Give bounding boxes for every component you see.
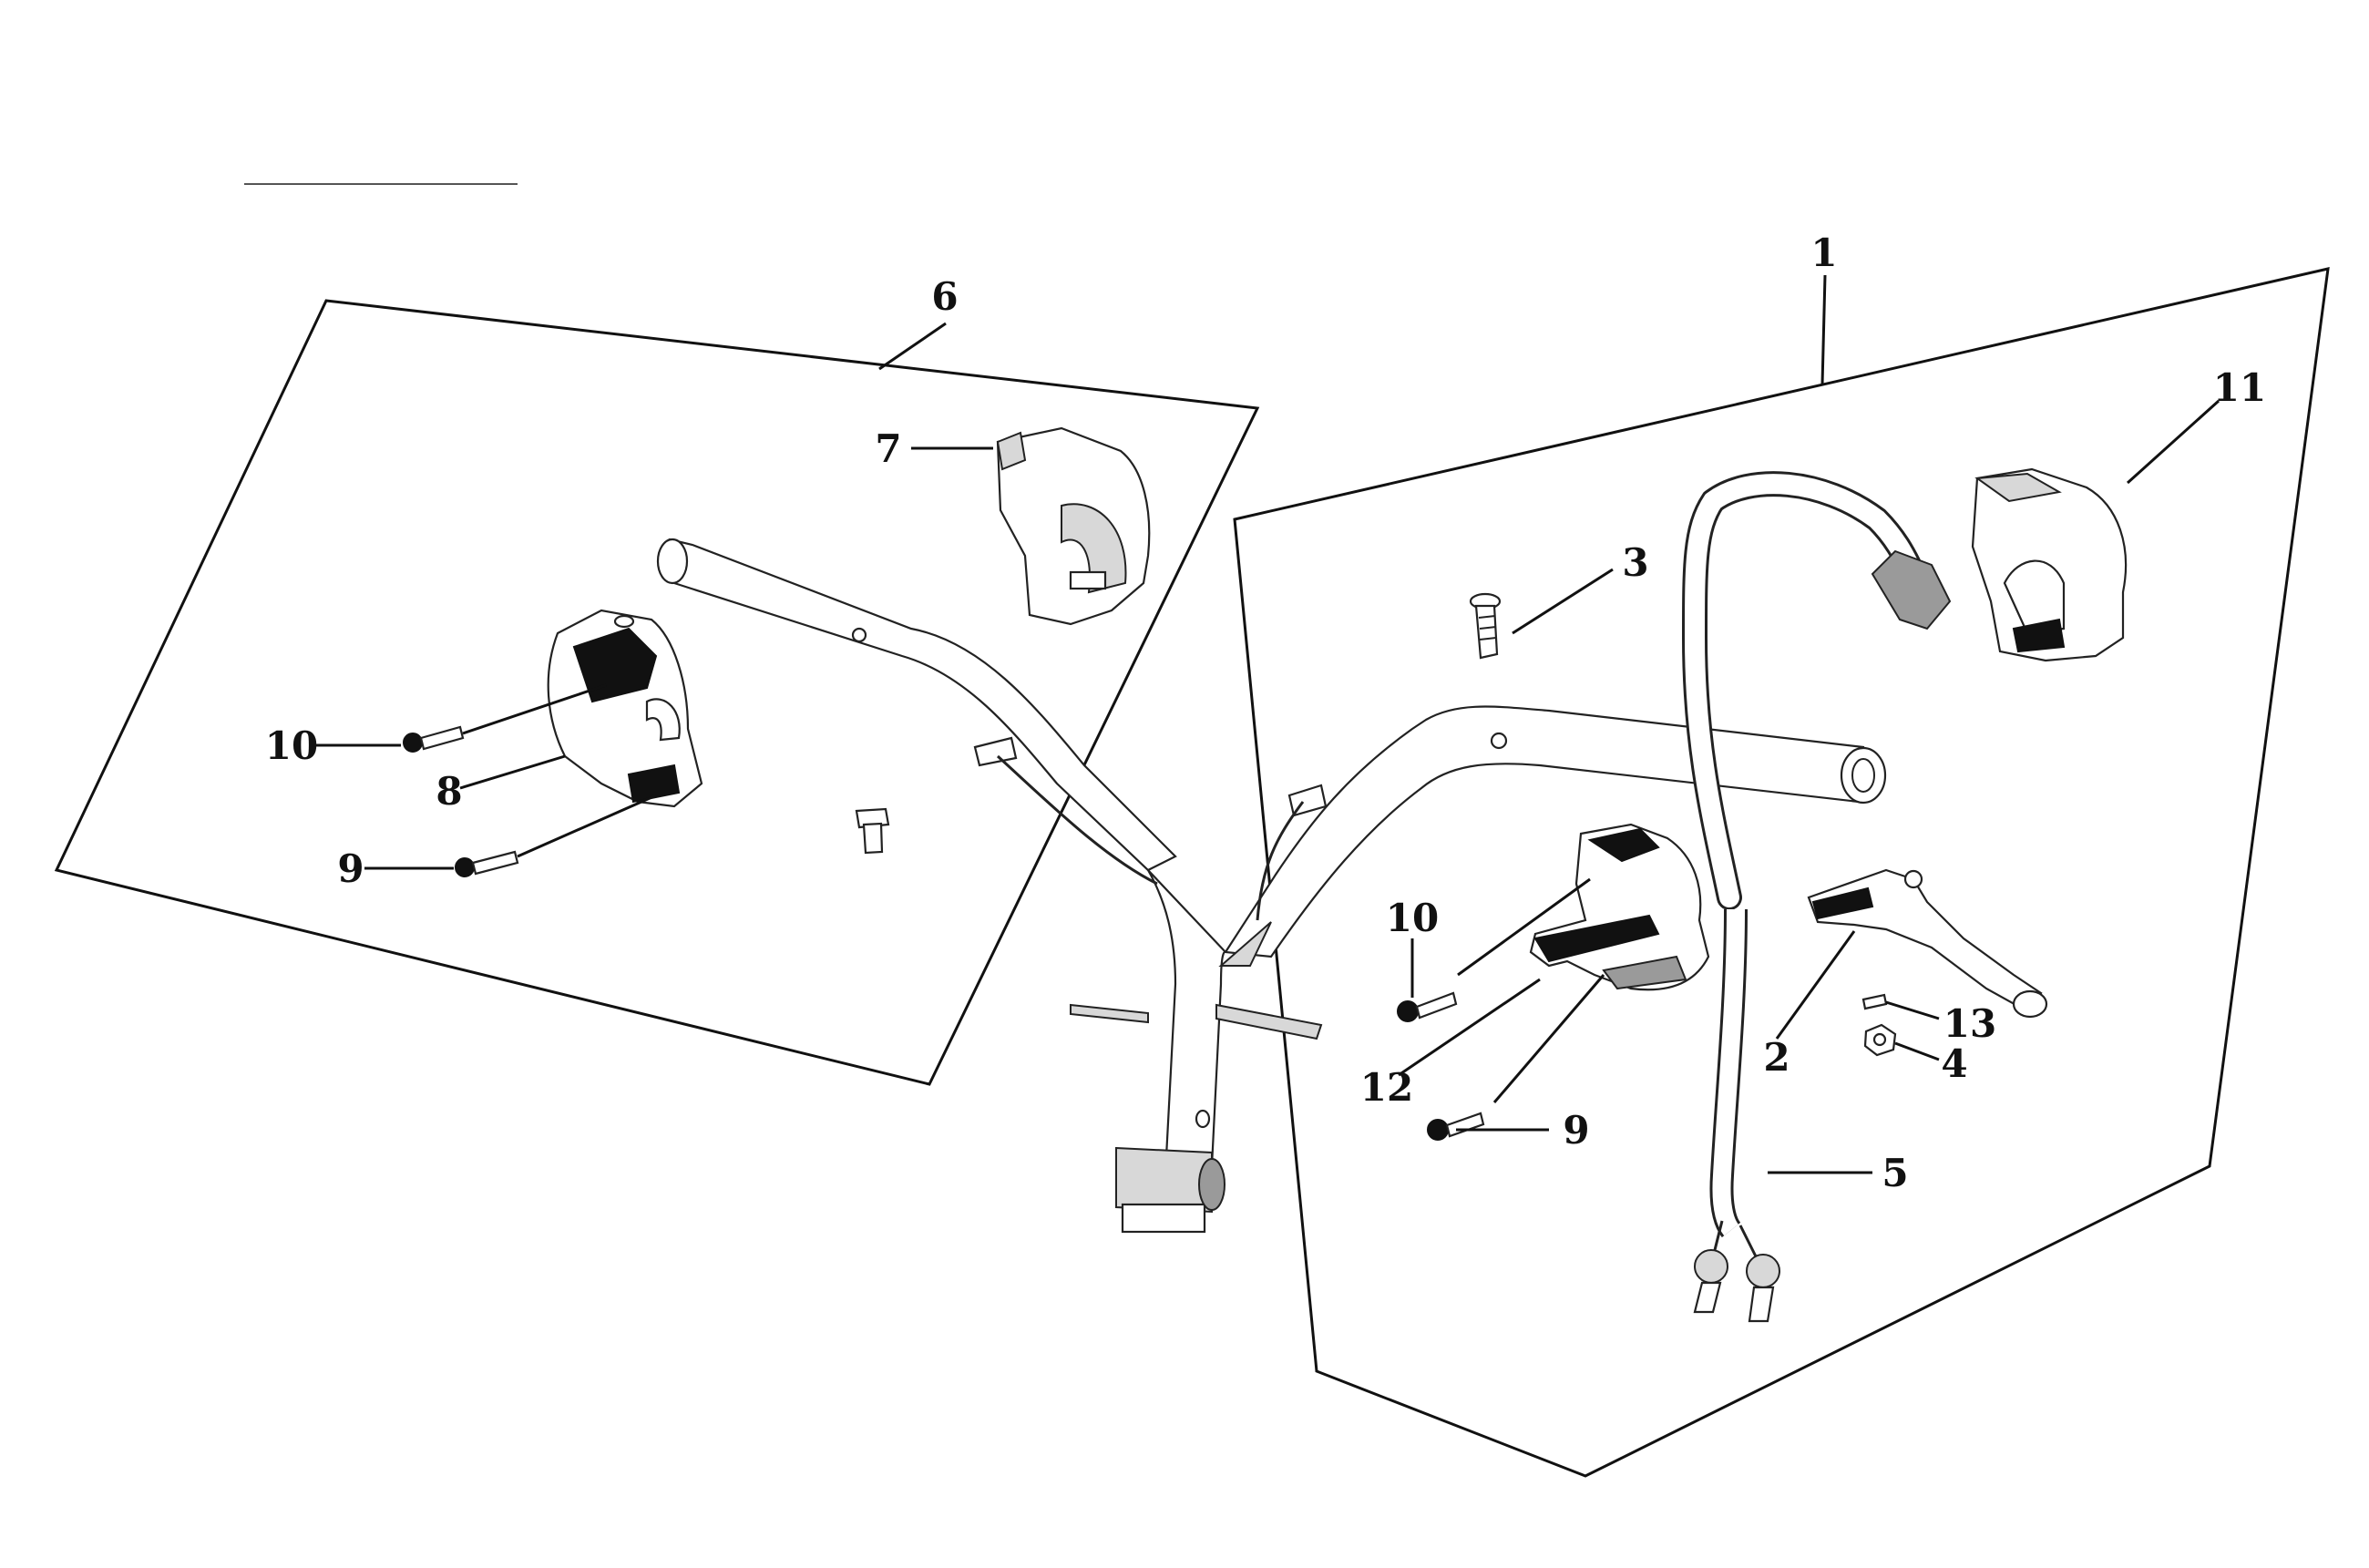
callout-6: 6	[931, 274, 958, 319]
callout-8: 8	[436, 769, 462, 814]
callout-4: 4	[1941, 1041, 1967, 1086]
bolt-loose-left	[855, 807, 890, 855]
callout-10-right: 10	[1386, 896, 1439, 940]
switch-housing-part-8	[547, 609, 703, 808]
brake-lever-part-2	[1807, 868, 2048, 1019]
pin-part-13	[1861, 993, 1888, 1010]
right-assembly-outline	[1233, 267, 2330, 1478]
screw-part-9-right	[1427, 1112, 1485, 1141]
callout-9-right: 9	[1563, 1108, 1589, 1153]
callout-3: 3	[1622, 540, 1648, 585]
callout-9-left: 9	[337, 846, 364, 891]
screw-part-10-left	[403, 725, 465, 753]
screw-part-3	[1469, 592, 1502, 660]
nut-part-4	[1863, 1023, 1897, 1057]
callout-13: 13	[1943, 1001, 1996, 1046]
callout-12: 12	[1360, 1065, 1413, 1110]
switch-housing-top-part-7	[996, 426, 1151, 626]
switch-housing-part-12	[1529, 823, 1710, 991]
callout-5: 5	[1882, 1151, 1908, 1195]
callout-7: 7	[875, 426, 901, 471]
screw-part-9-left	[455, 850, 519, 877]
callout-1: 1	[1810, 231, 1837, 275]
switch-housing-part-11	[1971, 467, 2128, 662]
callout-labels: 1 2 3 4 5 6 7 8 9 9 10 10 11 12 13	[265, 231, 2266, 1195]
callout-11: 11	[2213, 365, 2266, 410]
screw-part-10-right	[1397, 991, 1458, 1022]
callout-2: 2	[1763, 1035, 1790, 1080]
callout-10-left: 10	[265, 723, 318, 768]
brake-cable-part-5	[1681, 471, 1952, 1323]
leader-lines	[313, 274, 2220, 1174]
left-assembly-outline	[54, 299, 1260, 1086]
